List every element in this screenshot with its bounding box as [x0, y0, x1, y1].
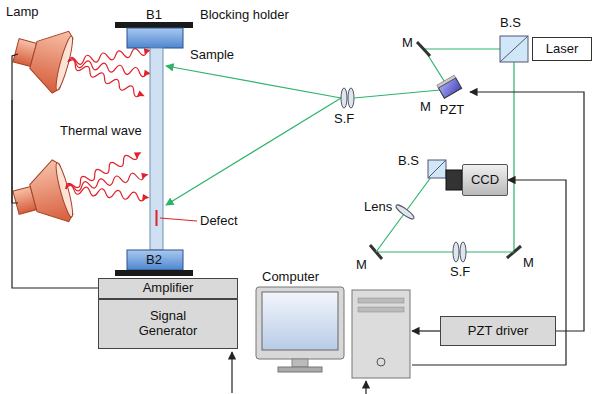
drive-slot [358, 298, 404, 303]
lamp-symbol [8, 19, 77, 95]
power-button [377, 358, 385, 366]
lamp-wire [12, 100, 18, 203]
driver-box: PZT driver [440, 316, 556, 346]
computer-tower [352, 290, 410, 378]
sample-plate [150, 48, 163, 250]
imaging-lens [394, 203, 415, 221]
monitor-screen [262, 292, 338, 350]
part-label: B.S [398, 154, 419, 169]
lamp-unit: Lamp [3, 4, 98, 100]
wave-line [66, 185, 146, 201]
wave-line [65, 171, 145, 193]
node-label: PZT [440, 103, 465, 118]
node-label: PZT driver [468, 324, 528, 339]
blocking-holder [127, 250, 183, 270]
holder-plate [115, 22, 193, 28]
computer-unit: Computer [252, 268, 412, 390]
part-label: B1 [146, 8, 162, 23]
mirror-face [437, 75, 456, 88]
drive-slot [358, 307, 404, 312]
part-label: Lens [364, 200, 392, 215]
node-label: Laser [546, 42, 579, 57]
laser-beam [354, 90, 440, 98]
thermal-wave [67, 46, 151, 66]
pzt-actuator: PZT [434, 78, 470, 118]
thermal-wave [66, 58, 146, 99]
amplifier-box: Amplifier [98, 278, 238, 299]
monitor-bezel [256, 287, 344, 359]
part-label: M [420, 100, 431, 115]
blocking-holder [127, 28, 183, 48]
monitor-stand [292, 359, 308, 367]
ccd-camera: CCD [462, 164, 508, 196]
holder-plate [115, 270, 193, 276]
spatial-filter-lens [348, 88, 354, 108]
monitor-base [278, 367, 322, 372]
wave-line [66, 58, 142, 98]
node-label: Lamp [6, 5, 39, 20]
part-label: Blocking holder [200, 8, 289, 23]
laser-box: Laser [532, 37, 592, 61]
signal-wire [365, 381, 366, 394]
pzt-mirror [437, 75, 462, 98]
lamp-symbol [8, 158, 77, 234]
laser-beam [376, 251, 514, 252]
laser-beam [166, 66, 341, 98]
part-label: M [402, 36, 413, 51]
lamp-wire [12, 54, 18, 100]
mirror [417, 42, 430, 56]
wave-line [64, 150, 139, 192]
thermal-wave [65, 170, 149, 192]
camera-lens [446, 170, 462, 190]
node-label: Computer [262, 270, 319, 285]
part-label: Sample [190, 48, 234, 63]
node-label: Signal Generator [126, 309, 210, 339]
beam-splitter-diagonal [500, 36, 528, 62]
beam-splitter [428, 160, 446, 178]
part-label: S.F [334, 112, 354, 127]
signal-connector [470, 92, 584, 331]
signal-connector [412, 180, 566, 365]
laser-beam [166, 98, 341, 205]
part-label: Defect [200, 214, 238, 229]
wave-arrowhead [137, 91, 146, 99]
thermal-wave [66, 185, 150, 202]
wave-arrowhead [142, 194, 150, 201]
thermal-wave [67, 58, 151, 78]
spatial-filter-lens [453, 242, 459, 262]
part-label: Thermal wave [60, 124, 142, 139]
part-label: B2 [146, 253, 162, 268]
beam-splitter-diagonal [428, 160, 446, 178]
signal-wire [231, 352, 232, 393]
wave-line [67, 58, 147, 77]
node-label: Amplifier [143, 281, 194, 296]
part-label: M [356, 258, 367, 273]
wave-line [67, 47, 147, 66]
part-label: M [523, 256, 534, 271]
signal-generator-box: Signal Generator [98, 299, 238, 349]
part-label: S.F [450, 265, 470, 280]
signal-connector [412, 330, 440, 331]
node-label: CCD [471, 173, 499, 188]
spatial-filter-lens [460, 242, 466, 262]
laser-beam [513, 62, 514, 252]
leader-line [160, 218, 197, 221]
part-label: B.S [500, 16, 521, 31]
defect-mark [156, 210, 158, 226]
wave-arrowhead [141, 171, 149, 178]
beam-splitter [500, 36, 528, 62]
wave-arrowhead [134, 149, 143, 157]
spatial-filter-lens [341, 88, 347, 108]
laser-beam [424, 48, 500, 49]
thermal-wave [64, 149, 143, 193]
